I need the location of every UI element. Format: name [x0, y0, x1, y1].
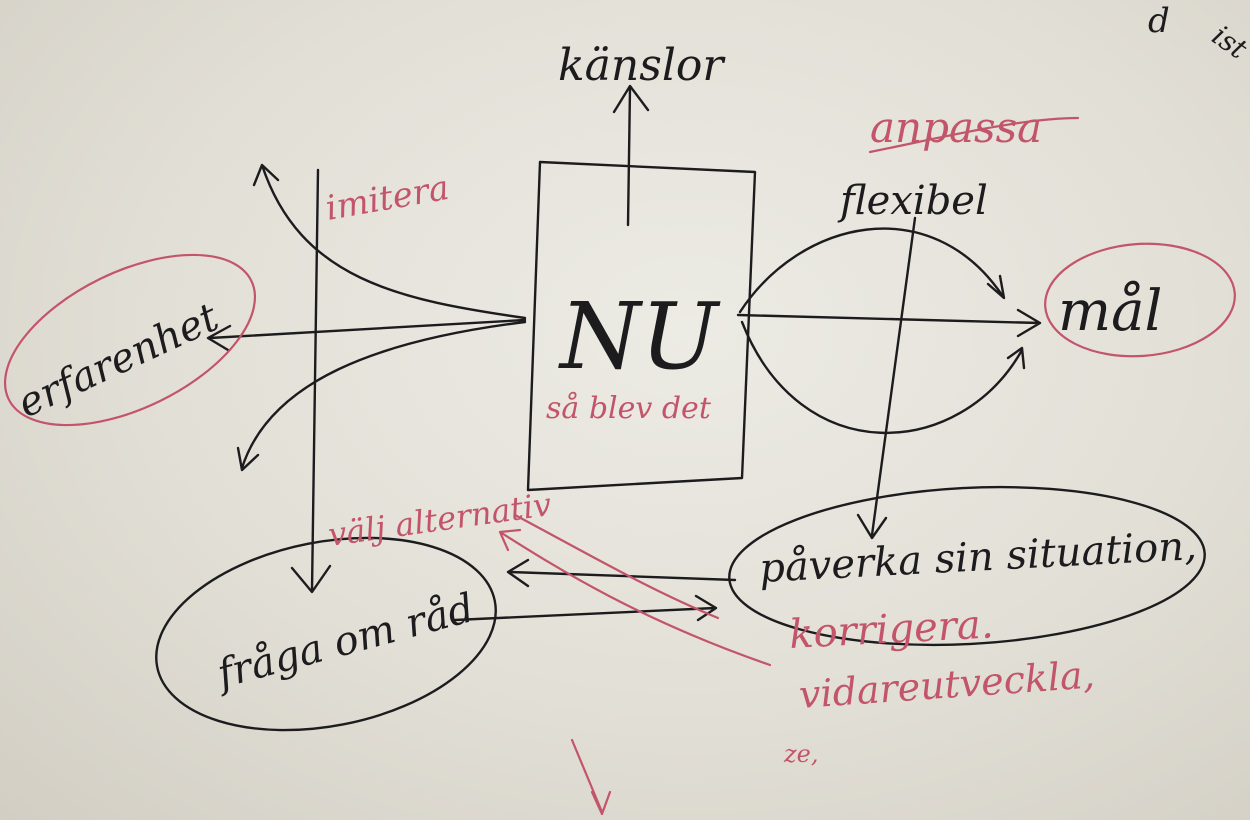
arrow-to-lower-left: [236, 320, 527, 472]
arrow-up-kanslor: [612, 84, 650, 227]
label-imitera: imitera: [323, 168, 452, 229]
arrow-to-erfarenhet: [206, 318, 527, 352]
red-diagonal-arrow: [498, 528, 772, 667]
underline-anpassa: [868, 116, 1080, 154]
center-box: [526, 160, 757, 492]
arrow-down-to-paverka: [856, 216, 917, 540]
arrow-fraga-to-paverka: [453, 594, 718, 622]
label-paverka: påverka sin situation,: [758, 523, 1198, 592]
ellipse-erfarenhet: [3, 253, 257, 427]
red-down-arrow: [570, 738, 612, 816]
label-mal: mål: [1058, 279, 1162, 344]
red-diagonal-line: [513, 513, 720, 620]
arrow-down-to-fraga: [290, 168, 332, 594]
label-korrigera: korrigera.: [788, 601, 994, 658]
label-erfarenhet: erfarenhet: [11, 294, 227, 427]
arrow-to-mal: [736, 308, 1042, 338]
center-title: NU: [558, 283, 722, 390]
label-vidareutveckla: vidareutveckla,: [798, 652, 1097, 717]
label-kanslor: känslor: [558, 40, 726, 91]
arc-lower-to-mal: [740, 320, 1026, 434]
center-subtitle: så blev det: [546, 391, 712, 426]
arrow-to-imitera: [252, 163, 527, 320]
label-anpassa: anpassa: [870, 103, 1042, 152]
ellipse-fraga: [155, 536, 497, 732]
label-flexibel: flexibel: [837, 178, 988, 224]
stray-mark: ze,: [783, 740, 818, 768]
label-fraga-om-rad: fråga om råd: [210, 585, 479, 698]
arrow-paverka-to-fraga: [506, 558, 737, 588]
corner-mark-2: ist: [1206, 19, 1250, 66]
arc-upper-to-mal: [738, 227, 1006, 314]
corner-mark-1: d: [1148, 1, 1170, 41]
ellipse-mal: [1044, 242, 1236, 358]
ellipse-paverka: [728, 485, 1206, 647]
